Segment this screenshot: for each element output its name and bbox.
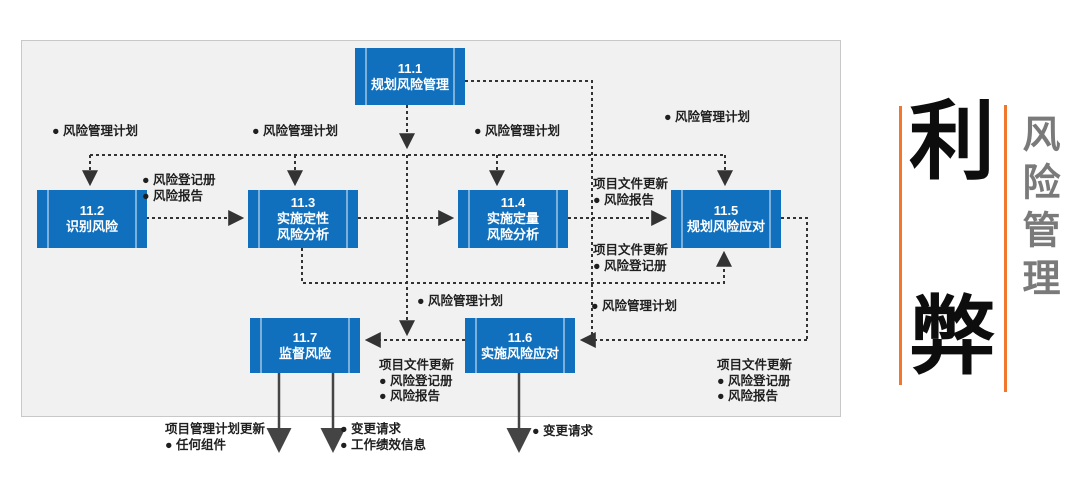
note-out-11-6: 项目文件更新 ● 风险登记册 ● 风险报告	[379, 358, 454, 405]
note-line: ● 任何组件	[165, 437, 227, 452]
note-line: ● 风险管理计划	[591, 299, 678, 313]
process-code: 11.2	[79, 203, 105, 218]
process-name-line: 规划风险应对	[686, 219, 765, 234]
process-code: 11.1	[397, 60, 423, 76]
note-line: ● 风险登记册	[142, 173, 216, 187]
note-line: 项目文件更新	[593, 177, 669, 191]
process-box-11-7: 11.7 监督风险	[250, 318, 360, 373]
process-name-line: 实施定性	[276, 211, 329, 226]
process-name-line: 实施定量	[486, 211, 539, 226]
note-plan-to-11-6: ● 风险管理计划	[591, 299, 677, 315]
process-name-line: 规划风险管理	[370, 76, 449, 92]
banner-char-cons: 弊	[909, 289, 995, 385]
accent-line-right	[1004, 105, 1007, 392]
process-name-line: 风险分析	[486, 227, 539, 242]
note-line: ● 工作绩效信息	[340, 437, 427, 452]
process-name-line: 风险分析	[276, 227, 329, 242]
process-name-line: 监督风险	[278, 345, 331, 361]
process-name-line: 实施风险应对	[480, 345, 559, 361]
note-line: 项目管理计划更新	[165, 422, 266, 436]
note-plan-to-11-3: ● 风险管理计划	[252, 124, 338, 140]
process-box-11-4: 11.4 实施定量 风险分析	[458, 190, 568, 248]
process-box-11-3: 11.3 实施定性 风险分析	[248, 190, 358, 248]
process-code: 11.6	[507, 329, 533, 345]
banner-char-pros: 利	[909, 94, 995, 190]
note-out-11-3: 项目文件更新 ● 风险登记册	[593, 243, 668, 274]
note-line: 项目文件更新	[593, 243, 669, 257]
process-code: 11.3	[290, 195, 316, 210]
note-out-11-5: 项目文件更新 ● 风险登记册 ● 风险报告	[717, 358, 792, 405]
process-name-line: 识别风险	[65, 219, 118, 234]
note-line: 项目文件更新	[717, 358, 793, 372]
note-line: ● 变更请求	[340, 422, 402, 436]
note-out-11-6-cr: ● 变更请求	[532, 424, 593, 440]
note-line: ● 风险登记册	[717, 373, 791, 388]
note-plan-to-11-4: ● 风险管理计划	[474, 124, 560, 140]
note-out-11-4: 项目文件更新 ● 风险报告	[593, 177, 668, 208]
note-line: ● 风险报告	[379, 389, 441, 403]
note-line: ● 风险管理计划	[474, 124, 561, 138]
note-line: ● 风险管理计划	[252, 124, 339, 138]
accent-line-left	[899, 106, 902, 385]
process-code: 11.7	[292, 329, 318, 345]
note-out-11-7-cr: ● 变更请求 ● 工作绩效信息	[340, 422, 426, 453]
process-code: 11.4	[500, 195, 526, 210]
process-box-11-5: 11.5 规划风险应对	[671, 190, 781, 248]
note-plan-to-11-2: ● 风险管理计划	[52, 124, 138, 140]
process-box-11-1: 11.1 规划风险管理	[355, 48, 465, 105]
process-code: 11.5	[713, 203, 739, 218]
note-line: ● 风险管理计划	[417, 294, 504, 308]
process-box-11-2: 11.2 识别风险	[37, 190, 147, 248]
note-out-11-7-pmplan: 项目管理计划更新 ● 任何组件	[165, 422, 265, 453]
note-line: ● 风险登记册	[593, 258, 667, 273]
process-box-11-6: 11.6 实施风险应对	[465, 318, 575, 373]
note-out-11-2: ● 风险登记册 ● 风险报告	[142, 173, 216, 204]
note-line: ● 风险报告	[593, 192, 655, 207]
note-plan-to-11-7: ● 风险管理计划	[417, 294, 503, 310]
note-line: ● 风险登记册	[379, 373, 453, 388]
note-line: ● 风险管理计划	[52, 124, 139, 138]
note-plan-to-11-5: ● 风险管理计划	[664, 110, 750, 126]
note-line: 项目文件更新	[379, 358, 455, 372]
note-line: ● 风险管理计划	[664, 110, 751, 124]
note-line: ● 风险报告	[717, 389, 779, 403]
vertical-title: 风险管理	[1016, 114, 1058, 306]
note-line: ● 风险报告	[142, 188, 204, 203]
note-line: ● 变更请求	[532, 424, 594, 438]
